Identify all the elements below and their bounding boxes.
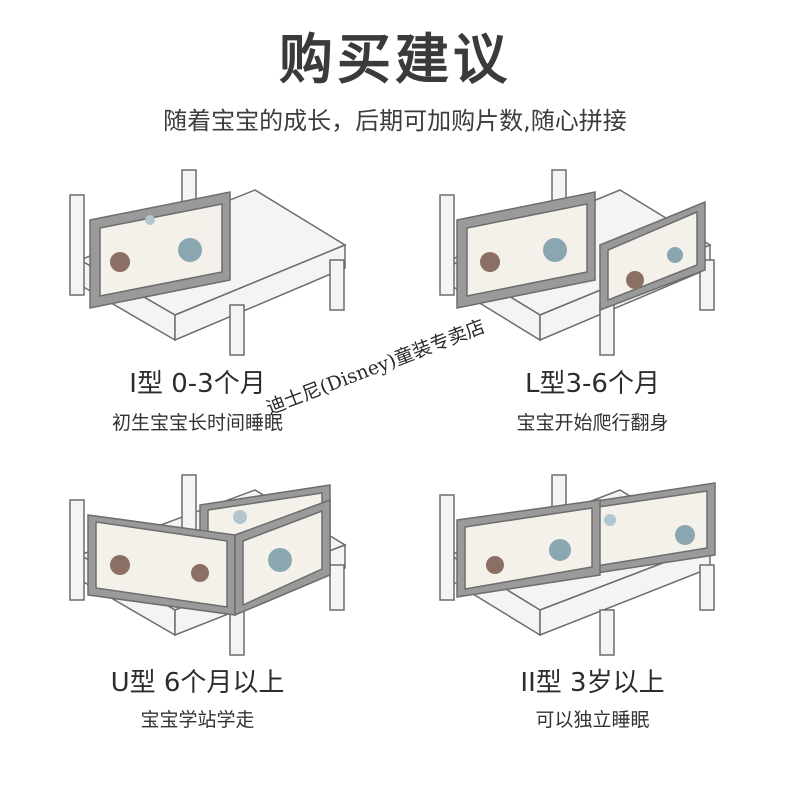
option-type-label: I型 0-3个月 xyxy=(129,369,266,399)
bed-rail-l-illustration xyxy=(439,169,715,356)
option-type-label: II型 3岁以上 xyxy=(520,668,665,698)
bed-rail-ii-illustration xyxy=(439,474,716,656)
option-u-type: U型 6个月以上 宝宝学站学走 xyxy=(0,465,395,785)
option-i-type: I型 0-3个月 初生宝宝长时间睡眠 xyxy=(0,150,395,470)
option-description: 初生宝宝长时间睡眠 xyxy=(111,412,283,434)
option-description: 宝宝开始爬行翻身 xyxy=(516,412,669,434)
page-subtitle: 随着宝宝的成长，后期可加购片数,随心拼接 xyxy=(163,107,627,135)
bed-rail-u-illustration xyxy=(69,474,347,656)
option-type-label: U型 6个月以上 xyxy=(110,668,285,698)
option-description: 可以独立睡眠 xyxy=(535,709,650,731)
option-l-type: L型3-6个月 宝宝开始爬行翻身 xyxy=(395,150,790,470)
option-description: 宝宝学站学走 xyxy=(140,709,255,731)
option-type-label: L型3-6个月 xyxy=(525,369,660,399)
page-title: 购买建议 xyxy=(279,28,511,91)
bed-rail-i-illustration xyxy=(69,169,347,356)
option-ii-type: II型 3岁以上 可以独立睡眠 xyxy=(395,465,790,785)
